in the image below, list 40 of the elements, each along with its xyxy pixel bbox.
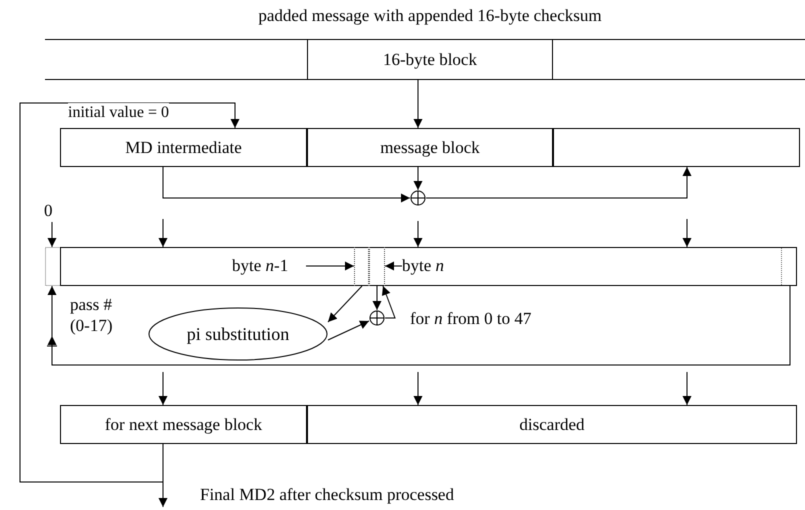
arrow <box>328 286 362 322</box>
arrow <box>414 220 422 248</box>
byte-label: byte n-1 <box>232 256 306 276</box>
xor-symbol <box>410 190 426 206</box>
byte-label: byte n <box>402 256 472 276</box>
arrow <box>414 166 422 190</box>
message-block-cell: 16-byte block <box>307 40 553 80</box>
arrow <box>158 444 168 508</box>
arrow <box>306 262 354 270</box>
register-box: discarded <box>307 405 797 444</box>
register-box: for next message block <box>60 405 307 444</box>
input-value: 0 <box>44 200 60 222</box>
state-register <box>45 247 797 286</box>
heading: padded message with appended 16-byte checksum <box>257 6 603 26</box>
arrow <box>372 286 382 310</box>
xor-symbol <box>369 310 385 326</box>
arrow <box>426 166 692 198</box>
arrow <box>162 166 410 202</box>
arrow <box>158 218 168 248</box>
arrow <box>382 286 396 318</box>
arrow <box>20 102 240 482</box>
arrow <box>158 372 168 406</box>
arrow <box>48 222 56 248</box>
pass-counter-label: pass # (0-17) <box>70 294 114 336</box>
register-box: message block <box>307 128 553 167</box>
output-label: Final MD2 after checksum processed <box>158 482 508 507</box>
substitution-ellipse: pi substitution <box>148 307 328 361</box>
byte-cell <box>369 247 385 286</box>
arrow <box>384 262 402 270</box>
register-box: MD intermediate <box>60 128 307 167</box>
register-box <box>553 128 800 167</box>
arrow <box>682 372 692 406</box>
message-band <box>45 6 805 80</box>
arrow <box>414 372 422 406</box>
byte-cell <box>354 247 369 286</box>
arrow <box>414 80 422 128</box>
arrow <box>48 286 790 366</box>
arrow <box>328 320 370 340</box>
loop-note: for n from 0 to 47 <box>410 308 532 330</box>
arrow <box>682 218 692 248</box>
